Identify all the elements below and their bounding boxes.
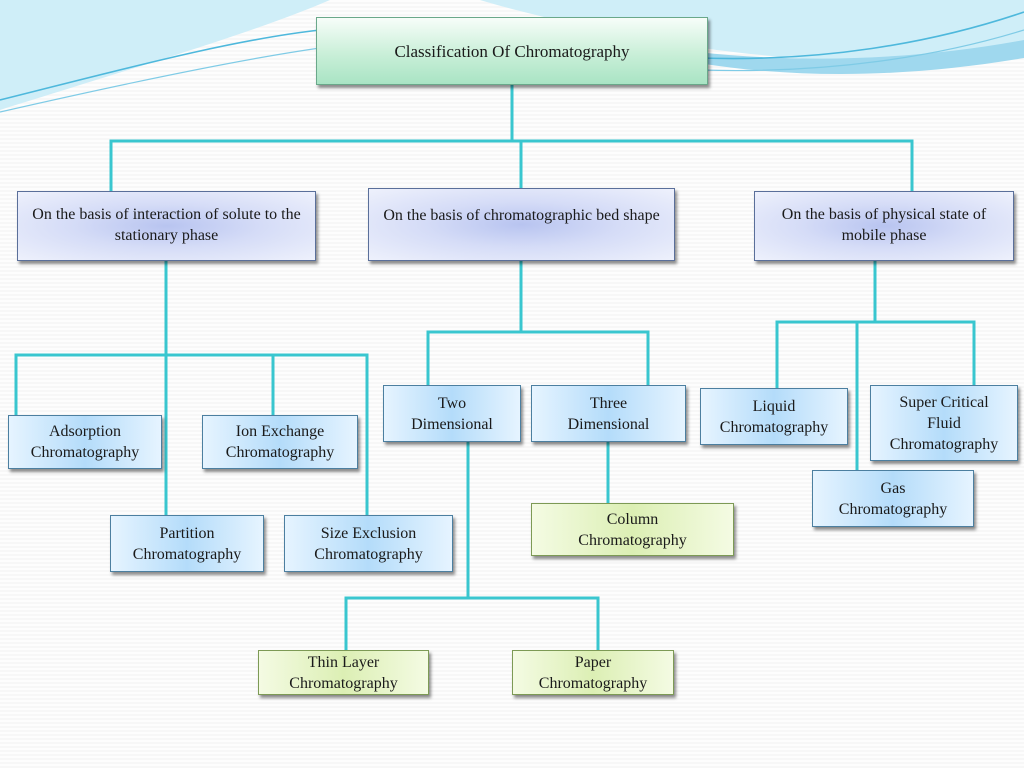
- leaf-node-gas-label: Gas Chromatography: [838, 479, 948, 518]
- leaf-node-gas: Gas Chromatography: [812, 470, 974, 527]
- leaf-node-liquid-label: Liquid Chromatography: [719, 397, 829, 436]
- leaf-node-super-critical-label: Super Critical Fluid Chromatography: [889, 393, 999, 453]
- leaf-node-paper: Paper Chromatography: [512, 650, 674, 695]
- leaf-node-three-dimensional: Three Dimensional: [531, 385, 686, 442]
- leaf-node-size-exclusion-label: Size Exclusion Chromatography: [314, 524, 423, 563]
- category-node-interaction: On the basis of interaction of solute to…: [17, 191, 316, 261]
- leaf-node-thin-layer: Thin Layer Chromatography: [258, 650, 429, 695]
- leaf-node-super-critical: Super Critical Fluid Chromatography: [870, 385, 1018, 461]
- leaf-node-two-dimensional-label: Two Dimensional: [411, 394, 493, 433]
- root-node-label: Classification Of Chromatography: [394, 41, 630, 61]
- wave-line-1: [0, 29, 321, 101]
- leaf-node-paper-label: Paper Chromatography: [538, 653, 648, 692]
- leaf-node-ion-exchange: Ion Exchange Chromatography: [202, 415, 358, 469]
- leaf-node-size-exclusion: Size Exclusion Chromatography: [284, 515, 453, 572]
- category-node-bed-shape: On the basis of chromatographic bed shap…: [368, 188, 675, 261]
- category-node-physical-state-label: On the basis of physical state of mobile…: [781, 206, 987, 244]
- wave-line-3: [699, 11, 1024, 60]
- leaf-node-ion-exchange-label: Ion Exchange Chromatography: [225, 423, 335, 461]
- category-node-bed-shape-label: On the basis of chromatographic bed shap…: [383, 207, 660, 224]
- leaf-node-thin-layer-label: Thin Layer Chromatography: [289, 653, 398, 692]
- category-node-physical-state: On the basis of physical state of mobile…: [754, 191, 1014, 261]
- wave-band-right: [560, 28, 1024, 74]
- leaf-node-three-dimensional-label: Three Dimensional: [567, 394, 650, 433]
- leaf-node-adsorption-label: Adsorption Chromatography: [30, 423, 140, 461]
- connector-two-dimensional-branch: [344, 440, 600, 652]
- leaf-node-column-label: Column Chromatography: [578, 510, 687, 549]
- leaf-node-liquid: Liquid Chromatography: [700, 388, 848, 445]
- wave-fill-left: [0, 0, 330, 110]
- leaf-node-adsorption: Adsorption Chromatography: [8, 415, 162, 469]
- root-node-classification: Classification Of Chromatography: [316, 17, 708, 85]
- connector-bed-shape-branch: [426, 259, 650, 387]
- connector-interaction-branch: [14, 259, 369, 517]
- connector-root-to-categories: [109, 83, 914, 193]
- wave-line-2: [0, 47, 321, 113]
- leaf-node-partition-label: Partition Chromatography: [132, 524, 242, 563]
- category-node-interaction-label: On the basis of interaction of solute to…: [32, 206, 301, 244]
- leaf-node-two-dimensional: Two Dimensional: [383, 385, 521, 442]
- leaf-node-partition: Partition Chromatography: [110, 515, 264, 572]
- connector-physical-state-branch: [775, 259, 976, 472]
- leaf-node-column: Column Chromatography: [531, 503, 734, 556]
- wave-line-4: [699, 29, 1024, 72]
